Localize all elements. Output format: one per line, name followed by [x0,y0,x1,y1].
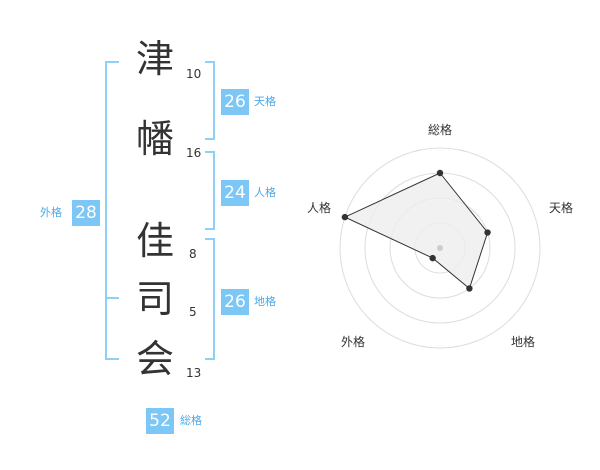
soukaku-value: 52 [146,408,174,434]
soukaku-label: 総格 [180,414,202,427]
jinkaku-value: 24 [221,180,249,206]
radar-label-chikaku: 地格 [511,335,536,349]
jinkaku-label: 人格 [254,186,276,199]
radar-polygon [343,172,489,290]
stroke-count-3: 8 [189,247,197,261]
radar-point-1 [436,169,444,177]
name-char-4: 司 [135,277,174,321]
radar-label-tenkaku: 天格 [549,201,574,215]
tenkaku-value: 26 [221,89,249,115]
chikaku-value: 26 [221,289,249,315]
radar-label-soukaku: 総格 [428,123,453,137]
name-char-1: 津 [135,37,174,81]
radar-ring-4 [339,147,541,349]
stroke-count-4: 5 [189,305,197,319]
stroke-count-2: 16 [186,146,202,160]
radar-label-jinkaku: 人格 [307,201,332,215]
name-char-3: 佳 [135,219,174,263]
chikaku-label: 地格 [254,295,276,308]
radar-center-point [437,245,443,251]
radar-label-gaikaku: 外格 [341,335,366,349]
stroke-count-1: 10 [186,67,202,81]
tenkaku-label: 天格 [254,95,276,108]
name-char-2: 幡 [135,117,174,161]
gaikaku-value: 28 [72,200,100,226]
radar-point-3 [466,285,473,292]
radar-point-5 [341,213,349,221]
radar-point-4 [429,254,436,262]
stroke-count-5: 13 [186,366,202,380]
gaikaku-label: 外格 [40,206,62,219]
radar-point-2 [484,229,491,236]
name-char-5: 会 [135,337,174,381]
